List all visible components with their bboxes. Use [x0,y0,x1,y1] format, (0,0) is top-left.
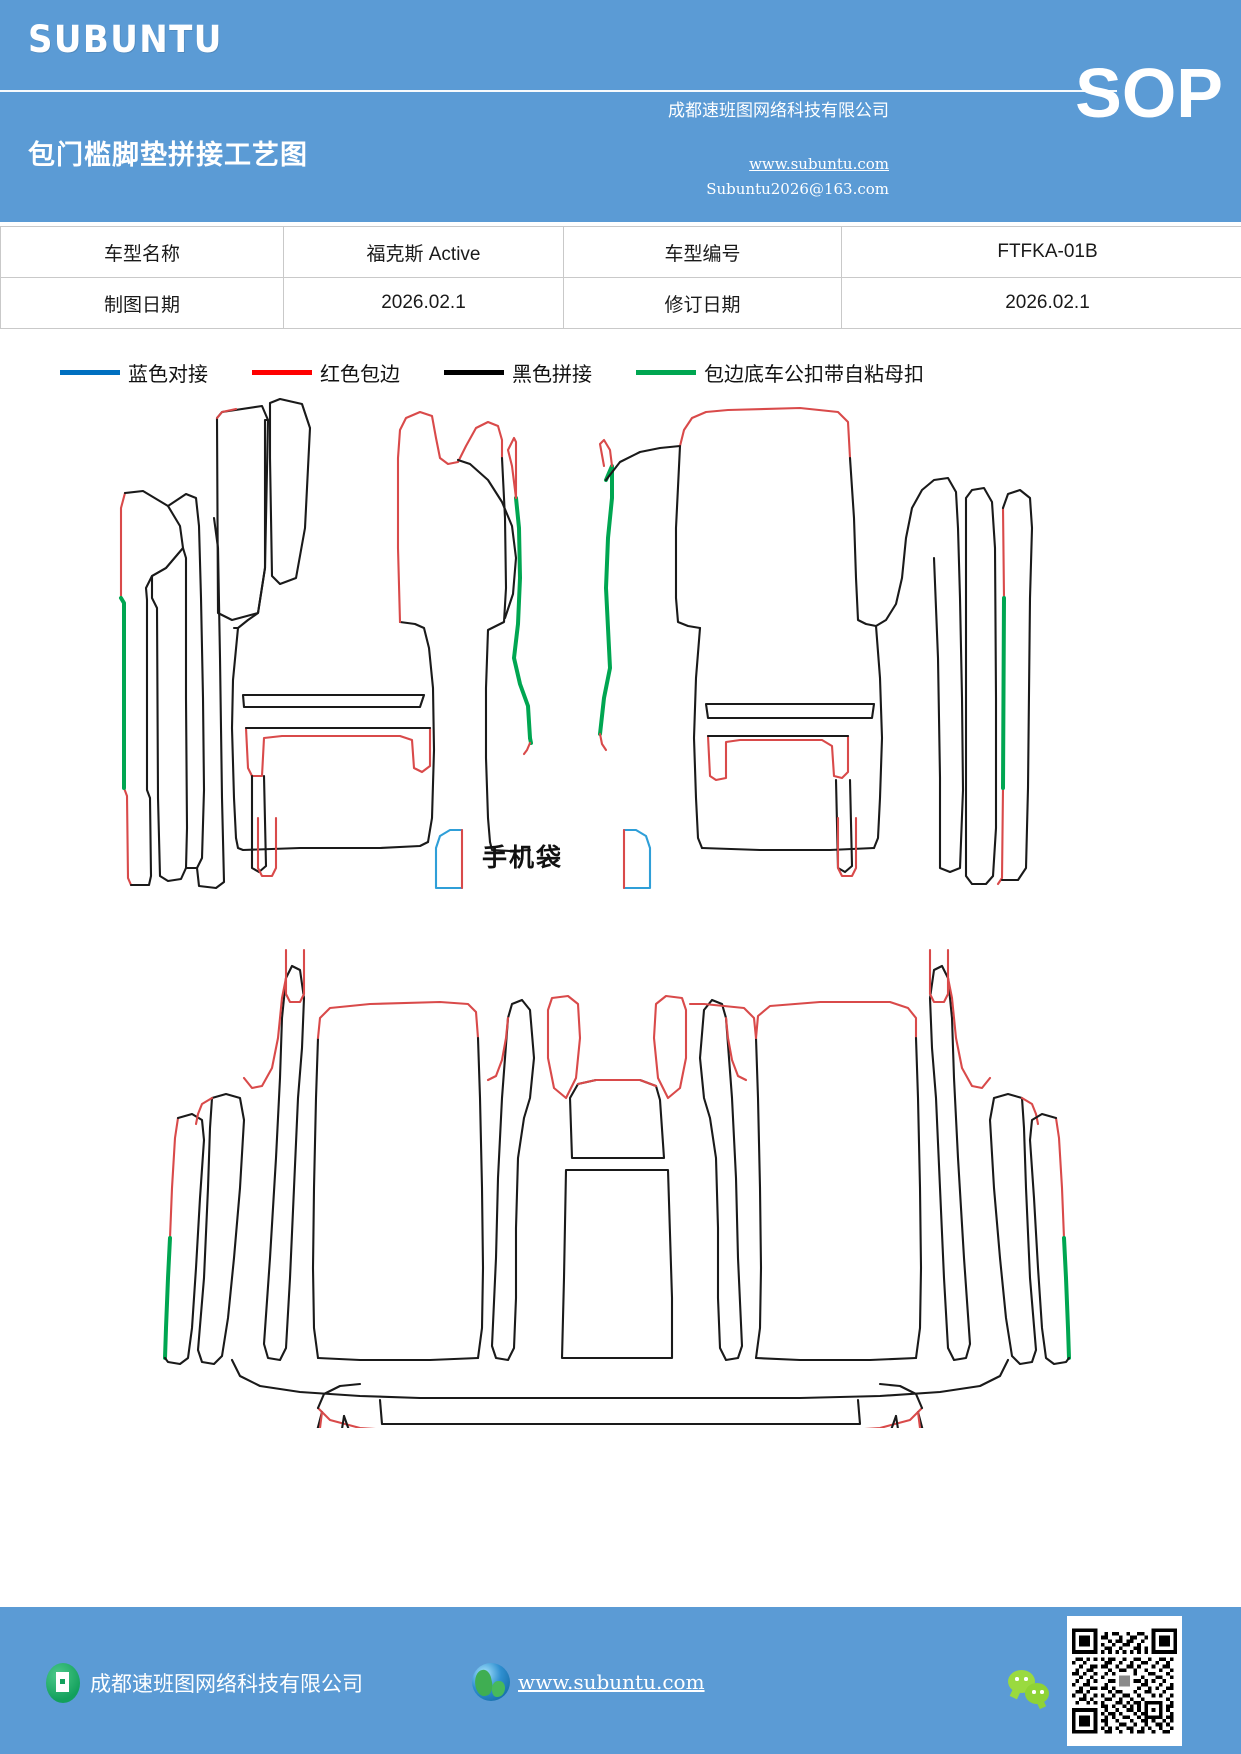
rear-left-sill-inner [194,1092,246,1366]
legend-label-red: 红色包边 [320,362,400,386]
rear-right-sill-inner [988,1092,1040,1366]
header-divider [0,90,1117,92]
front-left-panel-a [215,404,270,622]
label-model-name: 车型名称 [0,226,284,278]
rear-right-small-flap [928,948,950,1004]
rear-centre-upper-mat [568,1078,666,1160]
legend-item-blue: 蓝色对接 [60,358,208,387]
legend-swatch-green [636,370,696,375]
front-left-sill-panel [166,492,226,890]
value-model-name: 福克斯 Active [283,226,564,278]
rear-left-sill-strip [163,1112,206,1366]
phone-pocket-label: 手机袋 [482,843,564,872]
qr-code [1067,1616,1182,1746]
rear-left-long-panel [242,964,306,1362]
legend-item-red: 红色包边 [252,358,400,387]
front-right-lower-band [706,734,854,874]
wechat-bubble-small [1025,1683,1049,1704]
rear-right-sill-strip [1028,1112,1071,1366]
value-revision-date: 2026.02.1 [841,277,1241,329]
sop-badge: SOP [1075,54,1223,132]
front-left-heel-band [241,693,426,709]
wechat-dot [1024,1677,1028,1681]
legend-label-green: 包边底车公扣带自粘母扣 [704,362,924,386]
brand-logo: SUBUNTU [28,18,223,61]
footer-website[interactable]: www.subuntu.com [472,1663,705,1701]
page-footer: 成都速班图网络科技有限公司 www.subuntu.com [0,1607,1241,1754]
front-right-sill-panel [874,476,965,874]
footer-website-link[interactable]: www.subuntu.com [518,1670,705,1694]
page-header: SUBUNTU 包门槛脚垫拼接工艺图 成都速班图网络科技有限公司 SOP www… [0,0,1241,222]
rear-left-centre-flap [546,994,582,1100]
legend-swatch-blue [60,370,120,375]
front-right-footwell-panel [598,438,682,752]
front-right-small-flap [836,816,858,878]
legend-item-black: 黑色拼接 [444,358,592,387]
front-left-lower-band [244,726,432,874]
value-draw-date: 2026.02.1 [283,277,564,329]
wechat-dot [1015,1677,1019,1681]
front-left-sill-strip [119,489,185,887]
header-website-link[interactable]: www.subuntu.com [749,155,889,173]
rear-right-centre-strip [698,998,748,1362]
building-icon [46,1663,80,1703]
rear-right-wedge [890,1410,924,1428]
legend-label-black: 黑色拼接 [512,362,592,386]
legend-swatch-red [252,370,312,375]
legend-item-green: 包边底车公扣带自粘母扣 [636,358,924,387]
vehicle-info-table: 车型名称 福克斯 Active 车型编号 FTFKA-01B 制图日期 2026… [0,226,1241,329]
technical-drawing [0,398,1241,1428]
label-revision-date: 修订日期 [563,277,842,329]
rear-right-long-panel [928,964,992,1362]
label-draw-date: 制图日期 [0,277,284,329]
rear-left-centre-strip [486,998,536,1362]
legend: 蓝色对接 红色包边 黑色拼接 包边底车公扣带自粘母扣 [60,358,968,387]
rear-centre-lower-mat [560,1168,674,1360]
wechat-dot [1040,1690,1044,1694]
rear-right-centre-flap [652,994,688,1100]
header-company-name: 成都速班图网络科技有限公司 [668,101,889,121]
phone-pocket-bracket-right [622,828,652,890]
wechat-icon [1008,1670,1052,1708]
value-model-code: FTFKA-01B [841,226,1241,278]
rear-left-wedge [316,1410,350,1428]
phone-pocket-bracket-left [434,828,464,890]
front-right-heel-band [704,702,876,720]
rear-bottom-band [230,1358,1010,1428]
label-model-code: 车型编号 [563,226,842,278]
page-title: 包门槛脚垫拼接工艺图 [28,140,308,171]
header-email: Subuntu2026@163.com [706,180,889,198]
front-left-footwell-panel [456,436,533,756]
wechat-dot [1032,1690,1036,1694]
footer-company-name: 成都速班图网络科技有限公司 [90,1672,363,1696]
footer-company: 成都速班图网络科技有限公司 [46,1663,363,1703]
rear-left-main-mat [311,1000,485,1362]
front-left-inner-strip [150,546,189,883]
rear-right-main-mat [688,1000,923,1362]
legend-label-blue: 蓝色对接 [128,362,208,386]
legend-swatch-black [444,370,504,375]
front-right-sill-strip [996,488,1034,886]
front-left-small-flap [256,816,278,878]
rear-left-small-flap [284,948,306,1004]
globe-icon [472,1663,510,1701]
table-row: 车型名称 福克斯 Active 车型编号 FTFKA-01B [0,226,1241,278]
front-left-main-mat [230,410,532,853]
table-row: 制图日期 2026.02.1 修订日期 2026.02.1 [0,277,1241,329]
front-right-inner-strip [964,486,998,886]
front-left-panel-b [268,398,312,586]
